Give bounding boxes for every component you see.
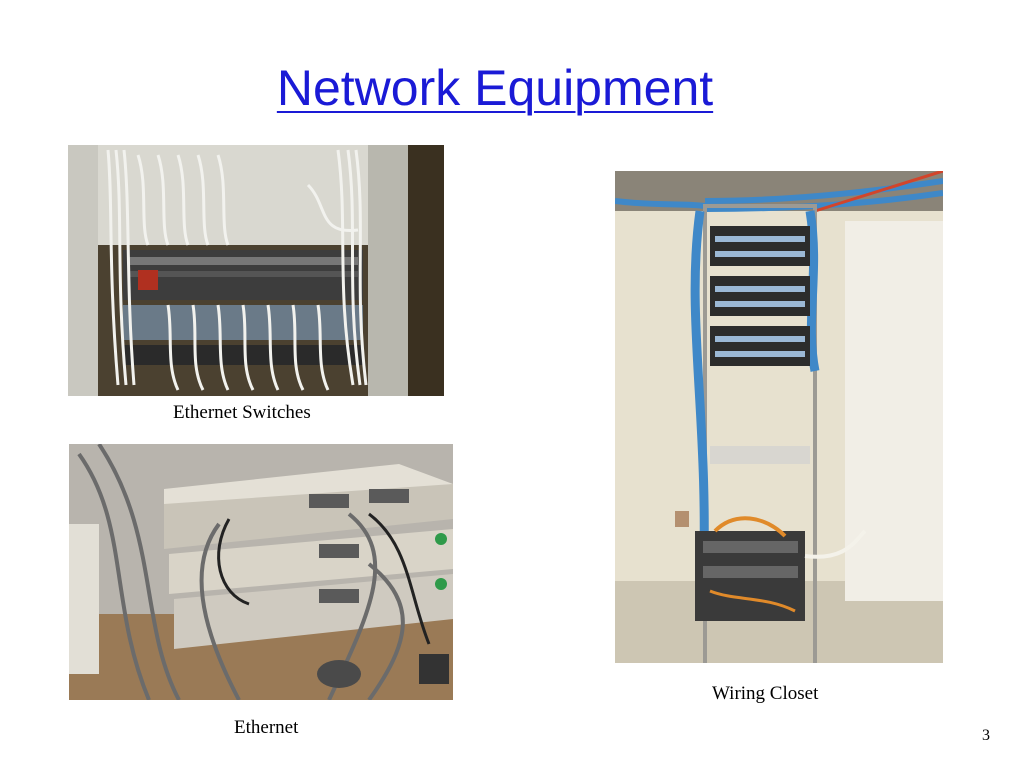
ethernet-switches-photo	[68, 145, 444, 396]
ethernet-photo	[69, 444, 453, 700]
ethernet-switches-image	[68, 145, 444, 396]
ethernet-caption: Ethernet	[234, 717, 299, 738]
wiring-closet-image	[615, 171, 943, 663]
wiring-closet-photo	[615, 171, 943, 663]
ethernet-image	[69, 444, 453, 700]
wiring-closet-caption: Wiring Closet	[712, 683, 819, 704]
slide-number: 3	[982, 727, 990, 744]
page-title: Network Equipment	[276, 60, 714, 116]
ethernet-switches-caption: Ethernet Switches	[173, 402, 311, 423]
